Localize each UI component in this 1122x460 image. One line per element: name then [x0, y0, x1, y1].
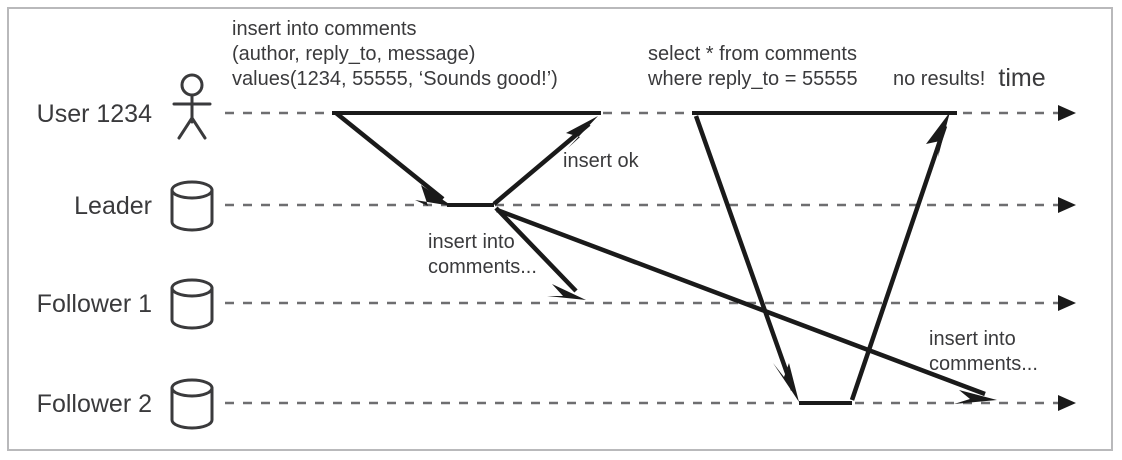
- participant-label-user: User 1234: [37, 100, 152, 128]
- lifeline-end-arrow-user: [1058, 105, 1076, 121]
- database-cylinder-icon-follower-2: [170, 378, 214, 430]
- note-no-results: no results!: [893, 68, 985, 90]
- note-replicate-follower-2-line-2: comments...: [929, 353, 1038, 375]
- note-insert-query-line-1: insert into comments: [232, 18, 417, 40]
- message-insert-ok-response: [492, 116, 598, 206]
- message-no-results-response: [849, 112, 950, 401]
- message-replicate-to-follower-1: [494, 206, 586, 300]
- actor-stick-figure-icon: [172, 73, 212, 140]
- note-replicate-leader-line-2: comments...: [428, 256, 537, 278]
- message-select-request: [693, 115, 799, 402]
- message-insert-request: [334, 111, 452, 206]
- note-select-query-line-2: where reply_to = 55555: [647, 68, 858, 90]
- database-cylinder-icon-follower-1: [170, 278, 214, 330]
- note-insert-query-line-2: (author, reply_to, message): [232, 43, 475, 65]
- participant-label-follower-1: Follower 1: [37, 290, 152, 318]
- database-cylinder-icon-leader: [170, 180, 214, 232]
- note-insert-ok: insert ok: [563, 150, 640, 172]
- note-replicate-leader-line-1: insert into: [428, 231, 515, 253]
- lifeline-end-arrow-follower-1: [1058, 295, 1076, 311]
- participant-label-leader: Leader: [74, 192, 152, 220]
- lifeline-end-arrow-leader: [1058, 197, 1076, 213]
- lifeline-end-arrow-follower-2: [1058, 395, 1076, 411]
- note-replicate-follower-2-line-1: insert into: [929, 328, 1016, 350]
- note-select-query-line-1: select * from comments: [648, 43, 857, 65]
- message-replicate-to-follower-2: [496, 207, 997, 404]
- note-insert-query-line-3: values(1234, 55555, ‘Sounds good!’): [232, 68, 558, 90]
- time-axis-label: time: [998, 64, 1045, 92]
- participant-label-follower-2: Follower 2: [37, 390, 152, 418]
